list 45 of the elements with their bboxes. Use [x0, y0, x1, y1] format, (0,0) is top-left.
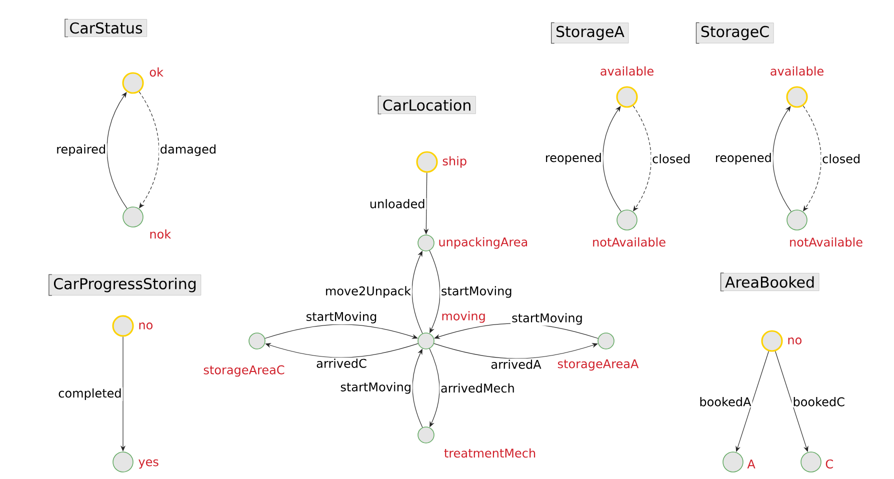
edge-label: startMoving	[339, 381, 413, 395]
state-label: moving	[442, 311, 485, 323]
transition-arrow	[802, 106, 822, 212]
edge-label: damaged	[158, 143, 218, 157]
state-label: available	[600, 66, 654, 76]
state-label: storageAreaC	[204, 365, 284, 377]
edge-label: startMoving	[440, 285, 514, 299]
state-label: ship	[442, 156, 466, 168]
edge-label: bookedC	[792, 396, 846, 408]
state-label: no	[788, 338, 802, 344]
edge-label: reopened	[714, 152, 773, 166]
state-label: available	[770, 66, 824, 76]
edge-label: reopened	[544, 152, 603, 166]
title-box: CarProgressStoring	[48, 274, 202, 296]
state-label: notAvailable	[593, 237, 666, 247]
edge-label: closed	[651, 153, 692, 164]
edge-label: unloaded	[368, 198, 426, 210]
state-label: notAvailable	[790, 237, 862, 247]
edge-label: startMoving	[510, 312, 584, 326]
edge-label: arrivedC	[315, 358, 368, 369]
transition-arrow	[138, 92, 160, 208]
state-label: no	[139, 322, 152, 330]
edge-label: arrivedMech	[440, 382, 516, 394]
edge-label: startMoving	[304, 310, 378, 324]
edge-label: closed	[821, 153, 862, 164]
state-label: storageAreaA	[558, 359, 639, 371]
state-label: nok	[150, 229, 172, 239]
title-box: StorageC	[696, 22, 774, 44]
state-label: unpackingArea	[439, 237, 528, 249]
edge-label: repaired	[55, 143, 108, 157]
state-label: treatmentMech	[444, 448, 536, 458]
edge-label: bookedA	[698, 396, 752, 408]
title-box: StorageA	[551, 22, 629, 44]
edge-label: completed	[57, 387, 123, 401]
title-box: AreaBooked	[720, 272, 820, 292]
transition-arrow	[632, 106, 652, 212]
state-label: A	[747, 460, 756, 468]
title-box: CarLocation	[378, 96, 476, 114]
edge-label: arrivedA	[490, 358, 542, 370]
state-label: ok	[150, 67, 164, 77]
transition-arrow	[265, 343, 418, 358]
title-box: CarStatus	[64, 18, 148, 38]
state-label: yes	[138, 459, 158, 469]
edge-label: move2Unpack	[324, 285, 412, 299]
state-label: C	[826, 459, 833, 469]
